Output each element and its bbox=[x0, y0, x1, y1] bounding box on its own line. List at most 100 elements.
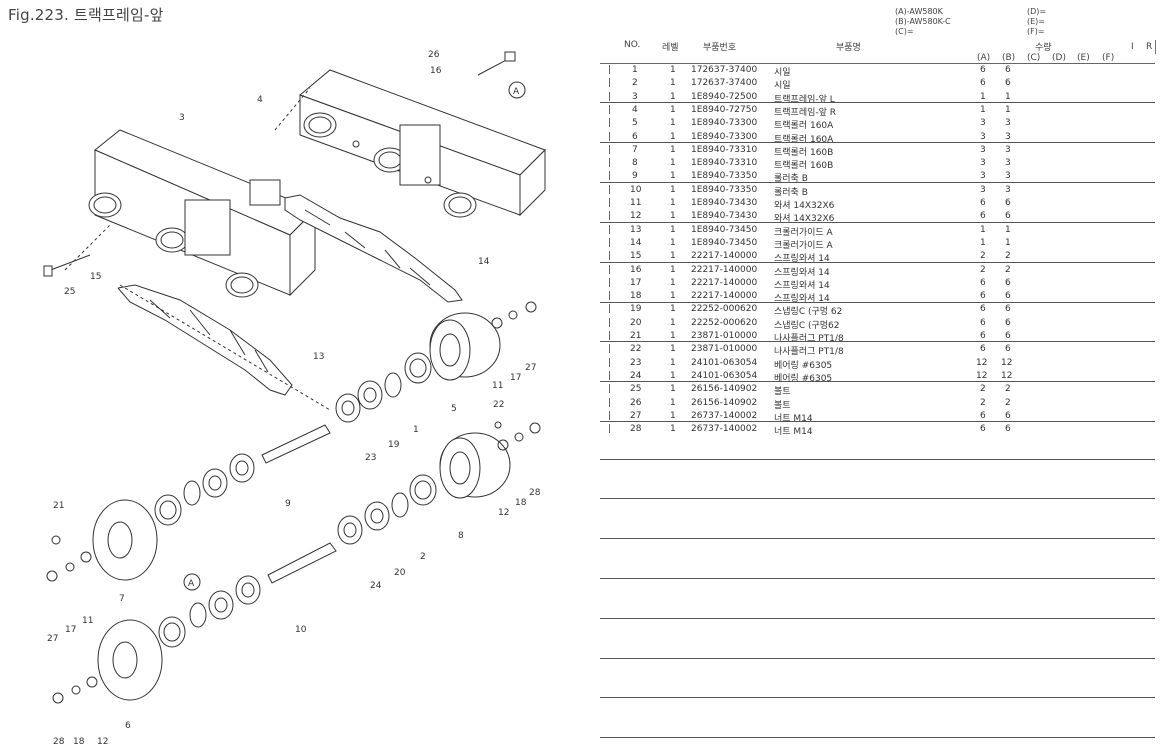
rule bbox=[600, 459, 1155, 460]
cell-name: 스냅링C (구멍62 bbox=[774, 320, 840, 331]
cell-qty-b: 1 bbox=[1005, 91, 1011, 102]
table-row: | 22 1 23871-010000 나사플러그 PT1/8 6 6 bbox=[600, 344, 1160, 357]
callout: 28 bbox=[53, 737, 65, 747]
table-row: | 19 1 22252-000620 스냅링C (구멍 62 6 6 bbox=[600, 304, 1160, 317]
row-marker: | bbox=[608, 118, 612, 129]
cell-level: 1 bbox=[670, 118, 676, 129]
callout: A bbox=[513, 87, 520, 97]
marker-a-top bbox=[508, 81, 526, 99]
exploded-parts-diagram: 26 16 4 A 3 15 25 14 13 11 17 27 22 5 1 … bbox=[43, 50, 546, 747]
row-marker: | bbox=[608, 424, 612, 435]
cell-qty-b: 6 bbox=[1005, 317, 1011, 328]
cell-name: 볼트 bbox=[774, 387, 791, 398]
rule bbox=[600, 618, 1155, 619]
cell-qty-b: 1 bbox=[1005, 224, 1011, 235]
callout: 15 bbox=[90, 272, 101, 282]
cell-name: 스프링와셔 14 bbox=[774, 254, 830, 265]
cell-qty-b: 6 bbox=[1005, 65, 1011, 75]
cell-no: 11 bbox=[630, 198, 642, 208]
cell-no: 23 bbox=[630, 357, 642, 368]
cell-qty-b: 1 bbox=[1005, 237, 1011, 248]
table-row: | 20 1 22252-000620 스냅링C (구멍62 6 6 bbox=[600, 318, 1160, 331]
cell-no: 15 bbox=[630, 251, 642, 262]
cell-no: 13 bbox=[630, 224, 642, 235]
bolt-25 bbox=[43, 254, 91, 277]
table-row: | 17 1 22217-140000 스프링와셔 14 6 6 bbox=[600, 278, 1160, 291]
cell-part: 22252-000620 bbox=[691, 317, 758, 328]
track-roller-7 bbox=[92, 499, 158, 581]
rule bbox=[600, 142, 1155, 143]
cell-level: 1 bbox=[670, 331, 676, 341]
model-codes-left: (A)-AW580K (B)-AW580K-C (C)= bbox=[895, 7, 951, 37]
cell-no: 16 bbox=[630, 264, 642, 275]
cell-name: 너트 M14 bbox=[774, 427, 813, 438]
cell-no: 4 bbox=[632, 104, 638, 115]
cell-qty-b: 3 bbox=[1005, 171, 1011, 182]
cell-level: 1 bbox=[670, 224, 676, 235]
cell-qty-b: 3 bbox=[1005, 158, 1011, 169]
cell-qty-a: 6 bbox=[980, 65, 986, 75]
table-row: | 21 1 23871-010000 나사플러그 PT1/8 6 6 bbox=[600, 331, 1160, 344]
callout: 17 bbox=[510, 373, 521, 383]
cell-qty-b: 3 bbox=[1005, 144, 1011, 155]
cell-qty-a: 1 bbox=[980, 104, 986, 115]
rule bbox=[600, 63, 1155, 64]
cell-level: 1 bbox=[670, 91, 676, 102]
model-a: (A)-AW580K bbox=[895, 7, 943, 16]
cell-no: 19 bbox=[630, 304, 642, 315]
header-no: NO. bbox=[624, 40, 641, 50]
cell-level: 1 bbox=[670, 78, 676, 89]
cell-qty-a: 1 bbox=[980, 237, 986, 248]
cell-qty-a: 6 bbox=[980, 331, 986, 341]
cell-no: 10 bbox=[630, 184, 642, 195]
cell-part: 23871-010000 bbox=[691, 344, 758, 355]
row-marker: | bbox=[608, 291, 612, 302]
callout: 18 bbox=[73, 737, 85, 747]
cell-qty-b: 3 bbox=[1005, 131, 1011, 142]
cell-qty-a: 6 bbox=[980, 410, 986, 421]
cell-level: 1 bbox=[670, 144, 676, 155]
cell-qty-a: 1 bbox=[980, 224, 986, 235]
table-row: | 7 1 1E8940-73310 트랙롤러 160B 3 3 bbox=[600, 145, 1160, 158]
row-marker: | bbox=[608, 104, 612, 115]
bearings-rings bbox=[154, 352, 437, 648]
cell-qty-b: 6 bbox=[1005, 424, 1011, 435]
callout: 27 bbox=[47, 634, 58, 644]
callout: 5 bbox=[451, 404, 457, 414]
cell-qty-a: 6 bbox=[980, 317, 986, 328]
cell-no: 9 bbox=[632, 171, 638, 182]
cell-name: 나사플러그 PT1/8 bbox=[774, 347, 844, 358]
callout: 11 bbox=[492, 381, 503, 391]
cell-qty-a: 3 bbox=[980, 171, 986, 182]
cell-qty-b: 6 bbox=[1005, 344, 1011, 355]
cell-qty-a: 6 bbox=[980, 277, 986, 288]
table-row: | 18 1 22217-140000 스프링와셔 14 6 6 bbox=[600, 291, 1160, 304]
cell-level: 1 bbox=[670, 65, 676, 75]
header-qty-f: (F) bbox=[1102, 53, 1115, 63]
rule bbox=[600, 538, 1155, 539]
rule bbox=[600, 421, 1155, 422]
cell-part: 1E8940-73450 bbox=[691, 237, 758, 248]
cell-no: 7 bbox=[632, 144, 638, 155]
cell-level: 1 bbox=[670, 158, 676, 169]
rule bbox=[600, 222, 1155, 223]
callout: 4 bbox=[257, 95, 263, 105]
row-marker: | bbox=[608, 370, 612, 381]
cell-qty-a: 2 bbox=[980, 397, 986, 408]
cell-name: 트랙롤러 160B bbox=[774, 161, 834, 172]
cell-name: 베어링 #6305 bbox=[774, 373, 833, 384]
callout: 18 bbox=[515, 498, 527, 508]
row-marker: | bbox=[608, 410, 612, 421]
callout: 12 bbox=[97, 737, 108, 747]
cell-level: 1 bbox=[670, 424, 676, 435]
table-row: | 23 1 24101-063054 베어링 #6305 12 12 bbox=[600, 358, 1160, 371]
cell-part: 1E8940-73310 bbox=[691, 158, 758, 169]
cell-qty-a: 6 bbox=[980, 78, 986, 89]
header-level: 레벨 bbox=[662, 43, 679, 53]
cell-level: 1 bbox=[670, 237, 676, 248]
cell-qty-b: 6 bbox=[1005, 331, 1011, 341]
cell-qty-b: 2 bbox=[1005, 384, 1011, 395]
cell-qty-b: 3 bbox=[1005, 118, 1011, 129]
roller-shaft-10 bbox=[267, 542, 337, 584]
row-marker: | bbox=[608, 304, 612, 315]
